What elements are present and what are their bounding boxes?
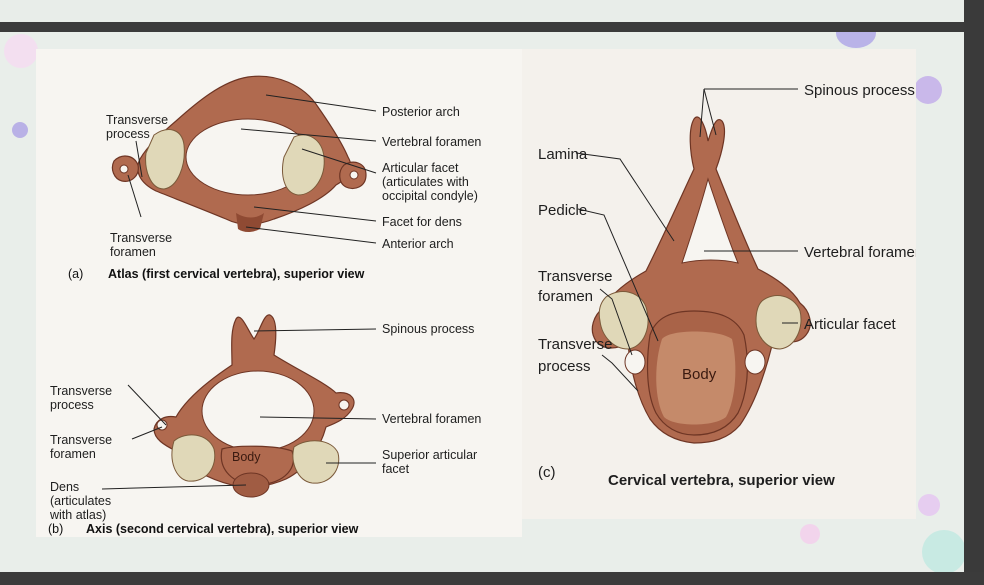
atlas-illustration xyxy=(111,75,367,232)
label-cervical-spinous-process: Spinous process xyxy=(804,82,915,99)
decorative-bubble xyxy=(922,530,964,572)
label-cervical-pedicle: Pedicle xyxy=(538,202,587,219)
label-atlas-anterior-arch: Anterior arch xyxy=(382,237,454,251)
decorative-bubble xyxy=(800,524,820,544)
caption-axis: Axis (second cervical vertebra), superio… xyxy=(86,522,359,536)
cervical-vertebra-diagram: Spinous process Lamina Pedicle Transvers… xyxy=(538,82,916,489)
caption-atlas: Atlas (first cervical vertebra), superio… xyxy=(108,267,365,281)
caption-cervical: Cervical vertebra, superior view xyxy=(608,472,835,489)
axis-illustration xyxy=(153,314,355,498)
decorative-bubble xyxy=(12,122,28,138)
label-axis-body: Body xyxy=(232,450,261,464)
caption-letter-a: (a) xyxy=(68,267,83,281)
window-right-edge xyxy=(964,0,984,585)
label-atlas-facet-for-dens: Facet for dens xyxy=(382,215,462,229)
label-axis-spinous-process: Spinous process xyxy=(382,322,474,336)
decorative-bubble xyxy=(914,76,942,104)
decorative-bubble xyxy=(4,34,38,68)
label-cervical-body: Body xyxy=(682,366,717,383)
decorative-bubble xyxy=(918,494,940,516)
decorative-bubble xyxy=(836,32,876,48)
label-atlas-posterior-arch: Posterior arch xyxy=(382,105,460,119)
label-cervical-vertebral-foramen: Vertebral foramen xyxy=(804,244,916,261)
label-axis-vertebral-foramen: Vertebral foramen xyxy=(382,412,481,426)
caption-letter-c: (c) xyxy=(538,464,556,481)
label-cervical-articular-facet: Articular facet xyxy=(804,316,897,333)
label-cervical-lamina: Lamina xyxy=(538,146,588,163)
window-bottom-edge xyxy=(0,572,984,585)
caption-letter-b: (b) xyxy=(48,522,63,536)
label-atlas-vertebral-foramen: Vertebral foramen xyxy=(382,135,481,149)
slide-top-edge xyxy=(0,0,964,22)
figure-panel-cervical: Spinous process Lamina Pedicle Transvers… xyxy=(522,49,916,519)
cervical-vertebra-illustration xyxy=(591,116,811,444)
